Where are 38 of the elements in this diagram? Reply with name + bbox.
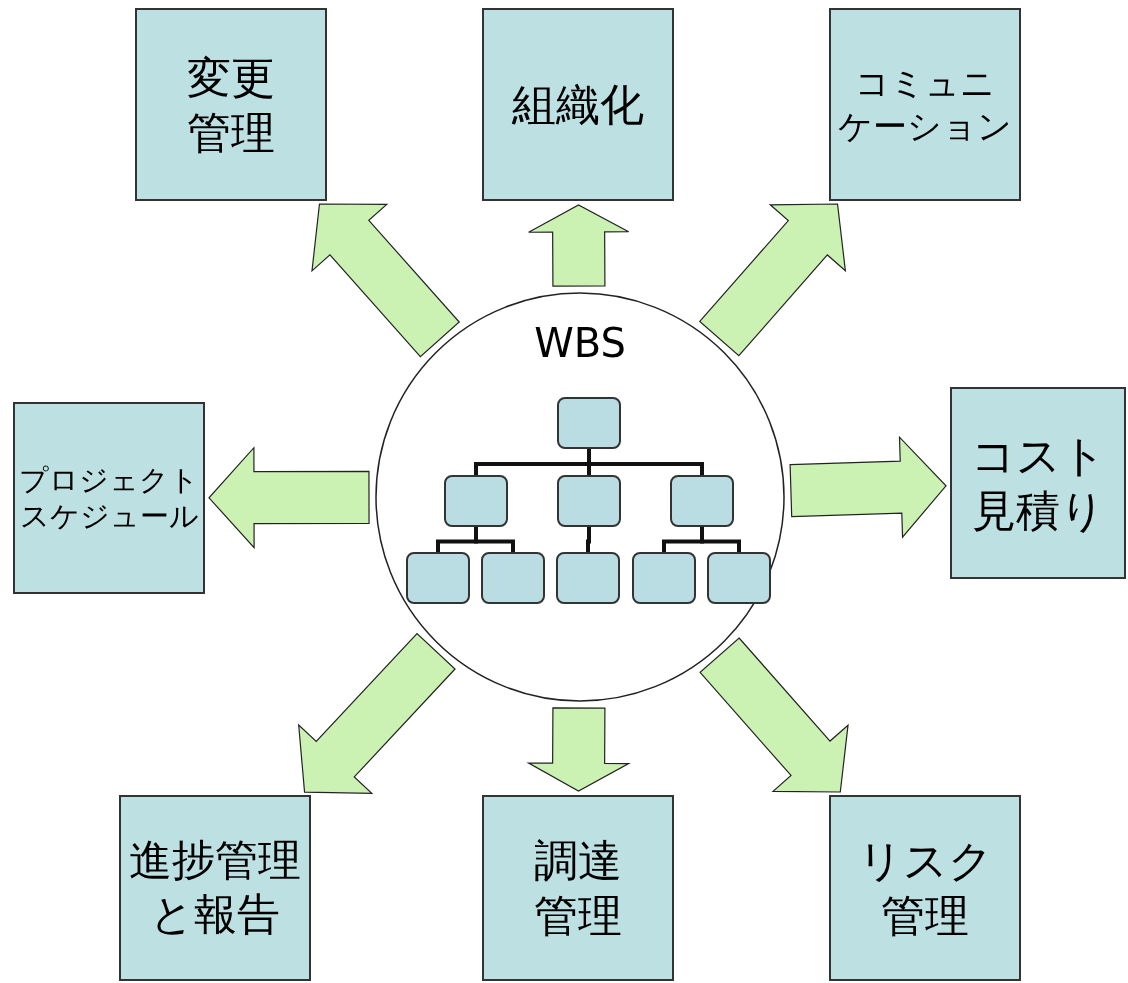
topic-label: 組織化	[512, 78, 644, 132]
tree-connector	[700, 527, 741, 552]
topic-box	[829, 795, 1021, 981]
tree-connector	[474, 527, 515, 552]
circle-title: WBS	[533, 320, 627, 366]
tree-box	[406, 552, 470, 604]
tree-box	[632, 552, 696, 604]
tree-box	[557, 397, 621, 449]
tree-box	[557, 475, 621, 527]
topic-box	[829, 8, 1021, 201]
block-arrow	[528, 204, 630, 287]
tree-connector	[587, 449, 704, 475]
topic-label: 調達管理	[534, 834, 622, 943]
topic-box	[135, 8, 327, 201]
tree-box	[444, 475, 508, 527]
topic-label: プロジェクトスケジュール	[19, 461, 199, 535]
topic-box	[13, 402, 205, 594]
topic-label: コスト見積り	[970, 429, 1106, 538]
tree-box	[670, 475, 734, 527]
block-arrow	[208, 446, 370, 550]
block-arrow	[699, 637, 849, 793]
block-arrow	[789, 435, 947, 539]
block-arrow	[311, 203, 461, 358]
topic-label: 進捗管理と報告	[129, 834, 301, 941]
tree-connector	[586, 527, 591, 552]
tree-box	[707, 552, 771, 604]
topic-label: リスク管理	[857, 834, 993, 943]
topic-label: 変更管理	[187, 50, 275, 160]
topic-label: コミュニケーション	[838, 62, 1012, 147]
tree-box	[481, 552, 545, 604]
block-arrow	[297, 632, 456, 794]
tree-box	[556, 552, 620, 604]
topic-box	[482, 8, 674, 201]
topic-box	[482, 795, 674, 981]
topic-box	[119, 795, 311, 981]
block-arrow	[698, 203, 847, 357]
topic-box	[950, 387, 1126, 579]
block-arrow	[526, 707, 630, 792]
